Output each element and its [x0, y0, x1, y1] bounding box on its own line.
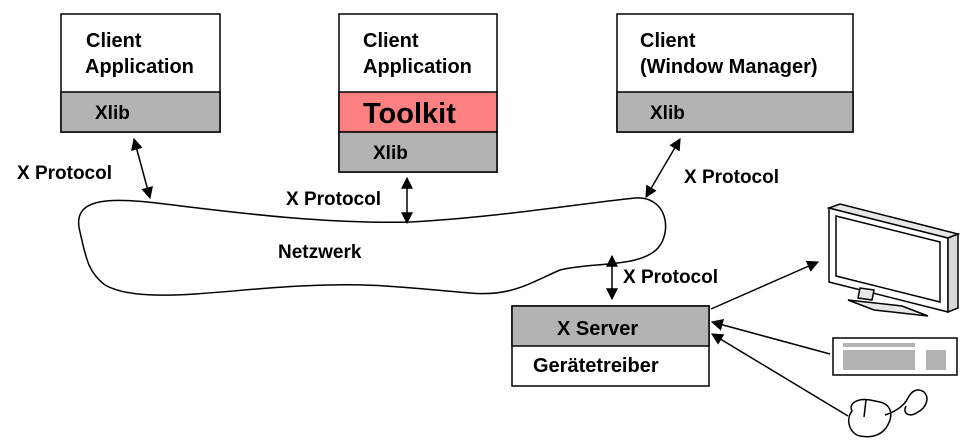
x-server-title: X Server [557, 318, 638, 340]
client-2-line1: Client [363, 30, 419, 52]
protocol-label-1: X Protocol [17, 163, 112, 184]
client-box-2: Client Application Toolkit Xlib [338, 13, 498, 173]
keyboard-icon [832, 337, 958, 376]
client-1-line2: Application [85, 56, 194, 78]
client-1-line1: Client [86, 30, 142, 52]
client-3-line2: (Window Manager) [640, 56, 818, 78]
protocol-label-3: X Protocol [684, 167, 779, 188]
keyboard-arrow [710, 319, 831, 355]
mouse-arrow [710, 333, 849, 417]
device-driver-label: Gerätetreiber [533, 355, 659, 377]
client-box-1: Client Application Xlib [60, 13, 221, 133]
network-label: Netzwerk [278, 242, 362, 263]
client-2-xlib: Xlib [373, 143, 408, 164]
protocol-arrow-3 [645, 137, 681, 199]
client-2-line2: Application [363, 56, 472, 78]
network-cloud [77, 197, 667, 296]
monitor-arrow [710, 260, 820, 310]
monitor-icon [826, 203, 961, 317]
mouse-icon [848, 389, 928, 438]
client-3-xlib: Xlib [650, 103, 685, 124]
client-1-xlib: Xlib [95, 103, 130, 124]
xlib-layer-2 [338, 131, 498, 173]
protocol-arrow-1 [131, 137, 153, 200]
client-3-line1: Client [640, 30, 696, 52]
xlib-layer-3 [616, 91, 854, 133]
x-server-box: X Server Gerätetreiber [511, 305, 710, 387]
x-server-layer [511, 305, 710, 347]
protocol-label-4: X Protocol [623, 267, 718, 288]
client-2-toolkit: Toolkit [363, 98, 456, 130]
client-box-3: Client (Window Manager) Xlib [616, 13, 854, 133]
protocol-label-2: X Protocol [286, 189, 381, 210]
xlib-layer-1 [60, 91, 221, 133]
